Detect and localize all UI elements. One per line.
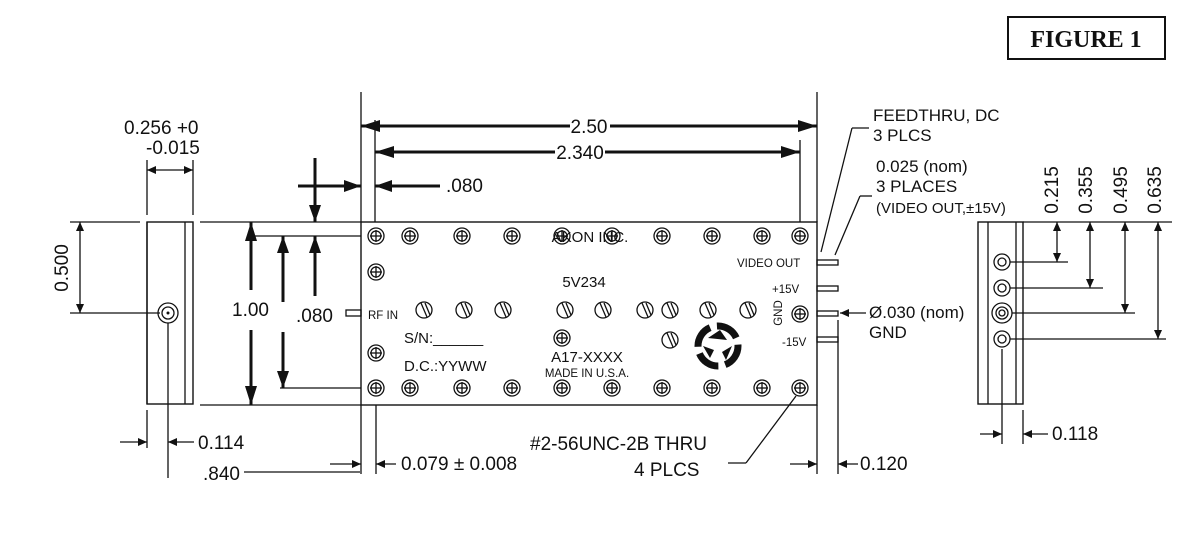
video-out-pin <box>816 259 839 266</box>
cover-screw-icon <box>653 227 671 245</box>
tuning-screw-icon <box>661 301 679 319</box>
hole-spacing-label: 2.340 <box>556 143 604 164</box>
port-rf-in-label: RF IN <box>368 310 398 322</box>
left-thickness-tol: -0.015 <box>146 138 200 159</box>
gnd-screw-icon <box>791 305 809 323</box>
figure-label: FIGURE 1 <box>1030 27 1141 53</box>
tuning-screw-icon <box>494 301 512 319</box>
callouts: FEEDTHRU, DC 3 PLCS 0.025 (nom) 3 PLACES… <box>530 106 1006 481</box>
feedthru-callout: FEEDTHRU, DC <box>873 106 1000 125</box>
plus15-pin <box>816 285 839 292</box>
pin-qty-callout: 3 PLACES <box>876 177 957 196</box>
cover-screw-icon <box>753 227 771 245</box>
cover-screw-icon <box>503 379 521 397</box>
cover-screw-icon <box>401 379 419 397</box>
date-code-label: D.C.:YYWW <box>404 358 487 375</box>
cover-screw-icon <box>603 379 621 397</box>
rf-in-pin <box>345 309 362 317</box>
gnd-callout: GND <box>869 323 907 342</box>
cover-screw-icon <box>603 227 621 245</box>
length-overall-label: 2.50 <box>571 117 608 138</box>
serial-label: S/N:______ <box>404 330 484 347</box>
feedthru-qty-callout: 3 PLCS <box>873 126 932 145</box>
right-offset-label: 0.120 <box>860 454 908 475</box>
right-dim-2: 0.355 <box>1076 166 1097 214</box>
tuning-screw-icon <box>636 301 654 319</box>
mounting-hole-icon <box>367 379 385 397</box>
cover-screw-icon <box>553 379 571 397</box>
right-offset-label-side: 0.118 <box>1052 424 1098 445</box>
left-offset-a-label: 0.114 <box>198 433 245 454</box>
tuning-screw-icon <box>661 331 679 349</box>
cover-screw-icon <box>503 227 521 245</box>
thread-qty-callout: 4 PLCS <box>634 460 699 481</box>
tuning-screw-icon <box>455 301 473 319</box>
top-view: 2.50 2.340 .080 .080 1.00 0.0 <box>200 92 908 475</box>
mounting-hole-icon <box>367 227 385 245</box>
tuning-screw-row <box>415 301 757 349</box>
cover-screw-icon <box>703 379 721 397</box>
port-video-out-label: VIDEO OUT <box>737 258 800 270</box>
left-thickness-label: 0.256 +0 <box>124 118 199 139</box>
tuning-screw-icon <box>594 301 612 319</box>
tuning-screw-icon <box>415 301 433 319</box>
pin-note-callout: (VIDEO OUT,±15V) <box>876 200 1006 217</box>
right-dim-3: 0.495 <box>1111 166 1132 214</box>
mounting-hole-icon <box>791 379 809 397</box>
company-label: AKON INC. <box>552 229 629 246</box>
right-dim-1: 0.215 <box>1042 166 1063 214</box>
right-side-view: 0.215 0.355 0.495 0.635 0.118 <box>977 166 1172 445</box>
pin-diameter-callout: 0.025 (nom) <box>876 157 968 176</box>
cover-screw-icon <box>367 344 385 362</box>
height-overall-label: 1.00 <box>232 300 269 321</box>
left-height-label: 0.500 <box>52 244 73 292</box>
cover-screw-icon <box>703 227 721 245</box>
gnd-diameter-callout: Ø.030 (nom) <box>869 303 964 322</box>
cover-screw-icon <box>753 379 771 397</box>
cover-screw-icon <box>367 263 385 281</box>
tuning-screw-icon <box>739 301 757 319</box>
part-number-label: A17-XXXX <box>551 349 623 366</box>
tuning-screw-icon <box>699 301 717 319</box>
left-offset-b-label: .840 <box>203 464 240 485</box>
cover-screw-row <box>367 227 771 397</box>
port-gnd-label: GND <box>773 300 785 326</box>
tuning-screw-icon <box>556 301 574 319</box>
cover-screw-icon <box>653 379 671 397</box>
gnd-pin <box>816 310 839 317</box>
origin-label: MADE IN U.S.A. <box>545 368 629 380</box>
model-label: 5V234 <box>562 274 605 291</box>
mounting-hole-icon <box>791 227 809 245</box>
minus15-pin <box>816 336 839 343</box>
cover-screw-icon <box>553 227 571 245</box>
height-offset-label: .080 <box>296 306 333 327</box>
cover-screw-icon <box>401 227 419 245</box>
left-side-view: 0.256 +0 -0.015 0.500 0.114 .840 <box>52 118 360 485</box>
cover-screw-icon <box>453 379 471 397</box>
esd-warning-icon <box>694 322 742 370</box>
thread-callout: #2-56UNC-2B THRU <box>530 434 707 455</box>
right-dim-4: 0.635 <box>1145 166 1166 214</box>
figure-label-box <box>1007 16 1166 60</box>
cover-screw-icon <box>553 329 571 347</box>
edge-offset-label: .080 <box>446 176 483 197</box>
bottom-offset-label: 0.079 ± 0.008 <box>401 454 517 475</box>
port-plus15-label: +15V <box>772 284 800 296</box>
cover-screw-icon <box>453 227 471 245</box>
port-minus15-label: -15V <box>782 337 807 349</box>
